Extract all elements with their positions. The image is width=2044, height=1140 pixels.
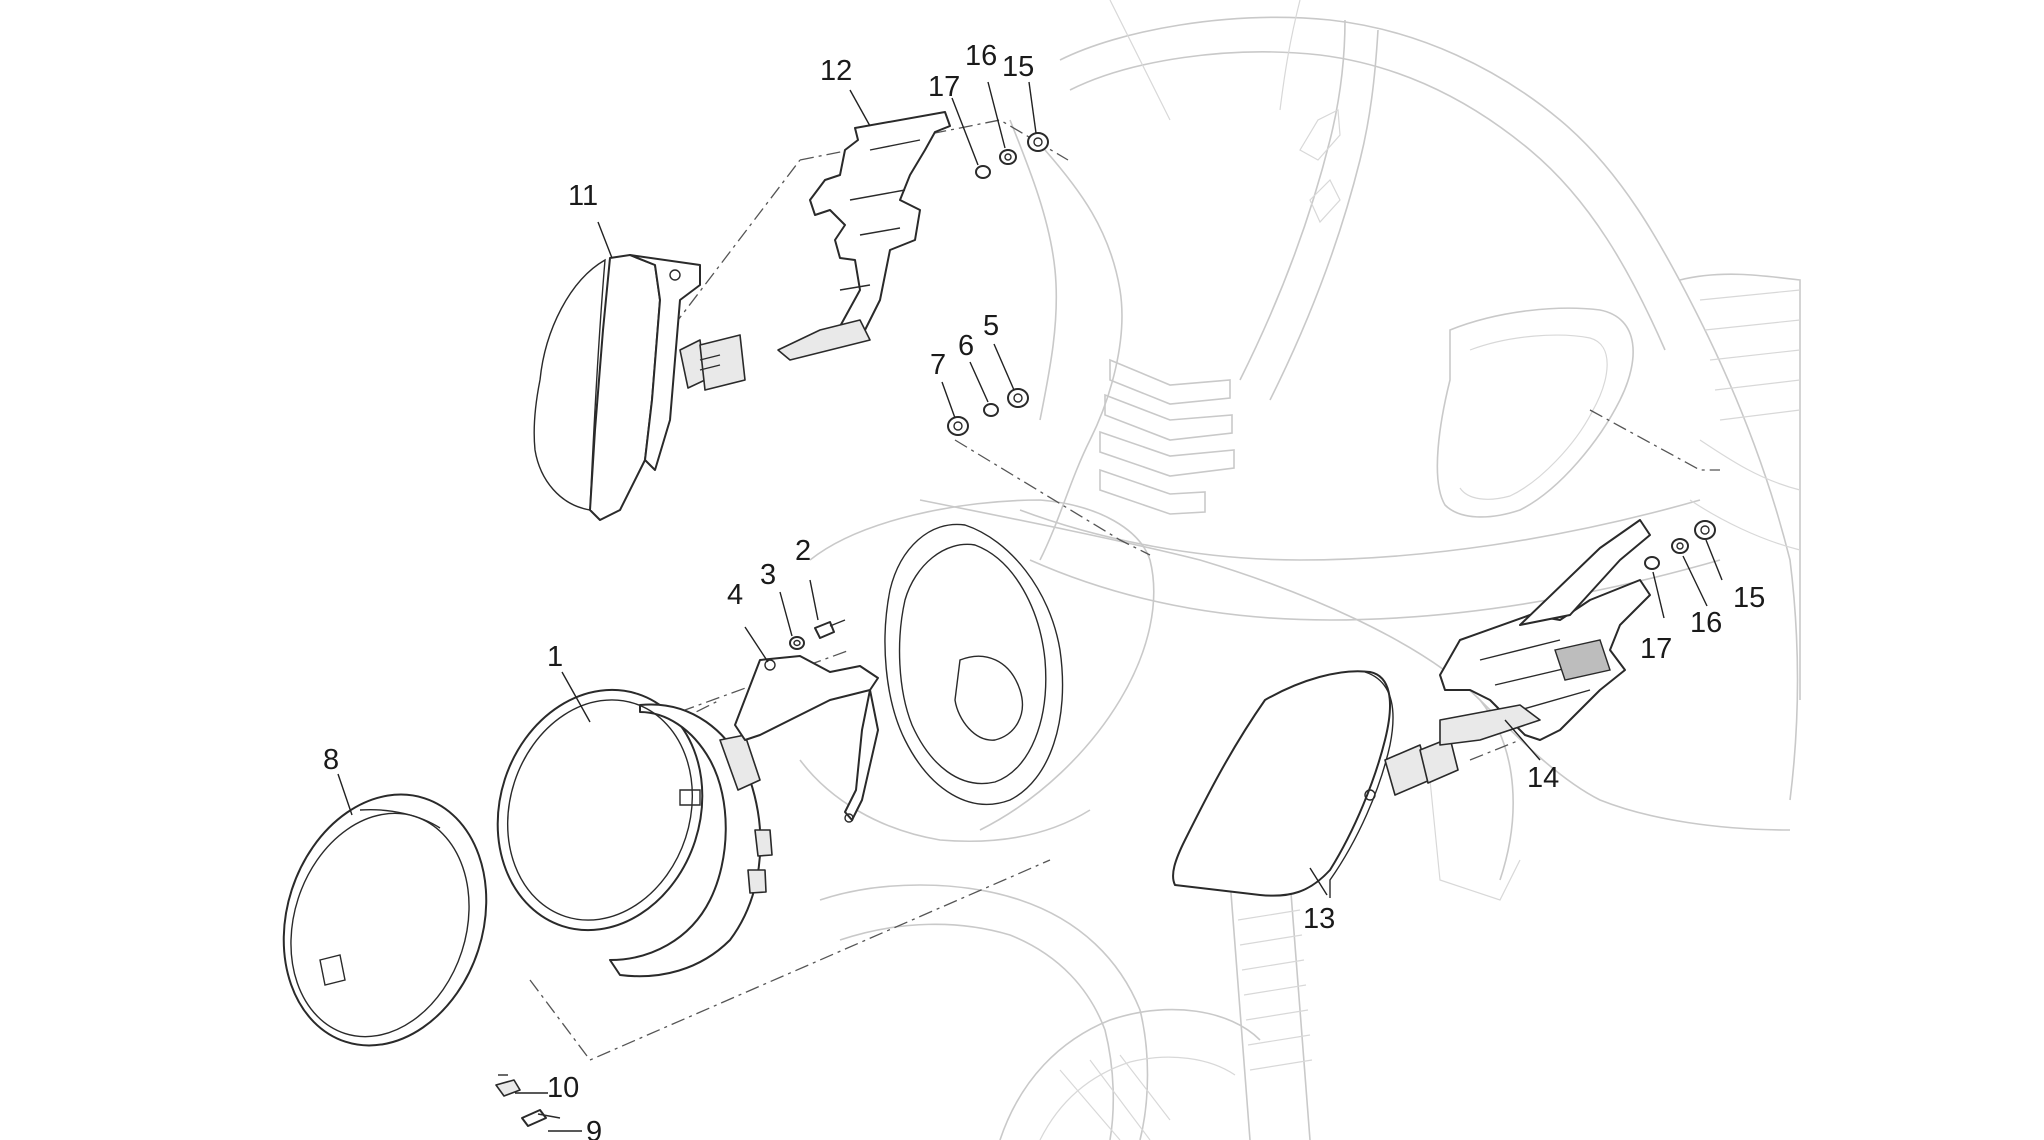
nut-7 — [947, 416, 969, 436]
screw-2 — [814, 619, 846, 639]
callout-14: 14 — [1527, 762, 1559, 794]
headlight-housing — [884, 523, 1064, 805]
callout-16-top: 16 — [965, 40, 997, 72]
washer-6 — [983, 403, 999, 417]
clip-10 — [495, 1074, 521, 1097]
callout-1: 1 — [547, 641, 563, 673]
right-indicator-bracket — [1439, 519, 1651, 746]
nut-15-right — [1694, 520, 1716, 540]
callout-labels: 1 2 3 4 5 6 7 8 9 10 11 12 13 14 15 16 1… — [323, 40, 1765, 1140]
callout-17-top: 17 — [928, 71, 960, 103]
callout-12: 12 — [820, 55, 852, 87]
headlight-rim — [282, 793, 488, 1047]
washer-17-right — [1644, 556, 1660, 570]
left-turn-indicator — [533, 254, 746, 521]
callout-6: 6 — [958, 330, 974, 362]
callout-9: 9 — [586, 1116, 602, 1140]
callout-13: 13 — [1303, 903, 1335, 935]
washer-17-top — [975, 165, 991, 179]
leader-lines — [337, 81, 1723, 1132]
callout-11: 11 — [568, 180, 598, 212]
washer-16-top — [999, 149, 1017, 165]
washer-3 — [789, 636, 805, 650]
callout-15-right: 15 — [1733, 582, 1765, 614]
left-indicator-bracket — [777, 111, 951, 361]
washer-16-right — [1671, 538, 1689, 554]
callout-2: 2 — [795, 535, 811, 567]
nut-15-top — [1027, 132, 1049, 152]
callout-17-right: 17 — [1640, 633, 1672, 665]
headlight-bracket — [734, 655, 879, 823]
callout-4: 4 — [727, 579, 743, 611]
callout-16-right: 16 — [1690, 607, 1722, 639]
screw-9 — [521, 1109, 561, 1127]
callout-10: 10 — [547, 1072, 579, 1104]
scooter-body-outline — [799, 0, 1801, 1140]
callout-15-top: 15 — [1002, 51, 1034, 83]
callout-3: 3 — [760, 559, 776, 591]
right-turn-indicator — [1172, 670, 1459, 898]
callout-7: 7 — [930, 349, 946, 381]
headlight-unit — [496, 688, 773, 978]
nut-5 — [1007, 388, 1029, 408]
front-vents — [1099, 358, 1235, 515]
callout-8: 8 — [323, 744, 339, 776]
callout-5: 5 — [983, 310, 999, 342]
